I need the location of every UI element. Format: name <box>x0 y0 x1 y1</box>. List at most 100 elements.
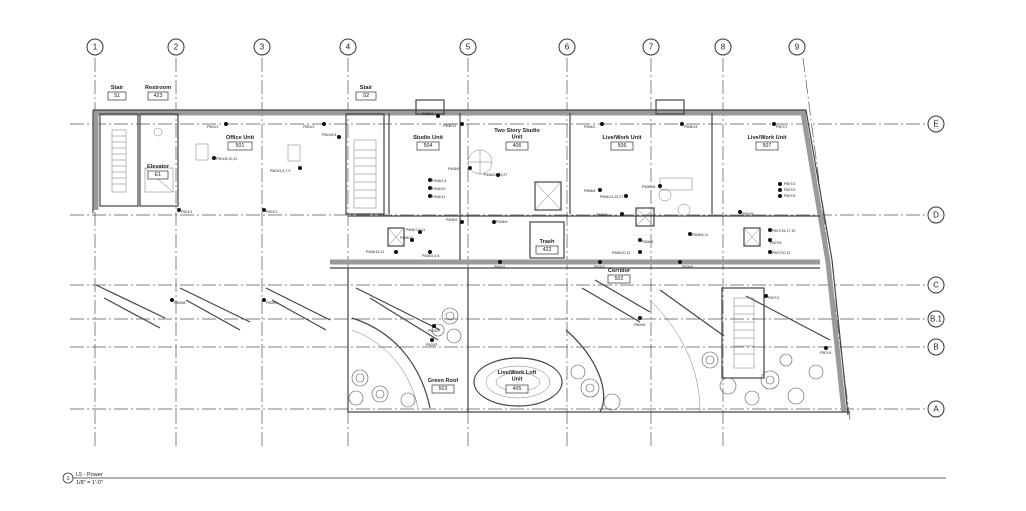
receptacle[interactable]: P500/2 <box>594 260 605 269</box>
receptacle[interactable]: P509/8 <box>170 298 185 305</box>
receptacle[interactable]: P406/13 <box>400 236 414 242</box>
receptacle[interactable]: P507/2 <box>778 182 795 186</box>
building-walls <box>92 99 850 416</box>
grid-label: C <box>933 281 939 290</box>
receptacle[interactable]: P509/6 <box>634 316 645 327</box>
receptacle[interactable]: P406/10 <box>428 186 445 191</box>
receptacle[interactable]: P507/1 <box>772 122 787 129</box>
receptacle[interactable]: P501/8,10,12 <box>212 156 237 161</box>
receptacle[interactable]: P406/9 <box>446 218 464 224</box>
receptacle[interactable]: P503/1 <box>428 324 439 333</box>
receptacle[interactable]: P501/1 <box>303 122 326 129</box>
receptacle[interactable]: P509/9 <box>262 298 277 305</box>
receptacle[interactable]: P501/3,5,7,9 <box>270 166 302 173</box>
room-name: Corridor <box>608 268 631 274</box>
room-tag-green-roof[interactable]: Green Roof 503 <box>428 378 459 394</box>
receptacle[interactable]: P406/2,4 <box>428 178 446 183</box>
receptacle[interactable]: P506/3 <box>638 238 653 244</box>
view-title[interactable]: 1 L5 - Power 1/8" = 1'-0" <box>62 472 946 486</box>
receptacle[interactable]: P506/13,15,17 <box>600 194 628 199</box>
grid-label: 3 <box>260 43 265 52</box>
circuit-label: P507/3 <box>784 188 795 192</box>
circuit-label: P406/2,4 <box>432 179 446 183</box>
grid-label: B <box>933 343 938 352</box>
receptacle[interactable]: P507/1 <box>764 294 779 300</box>
receptacle[interactable]: P406/2,4,6 <box>422 250 439 258</box>
receptacle[interactable]: P507/5 <box>738 210 753 216</box>
receptacle[interactable]: P506/10,12 <box>612 250 642 255</box>
room-tag-live-work-507[interactable]: Live/Work Unit 507 <box>747 135 787 151</box>
room-number: 422 <box>543 247 552 253</box>
room-tag-stair-s2[interactable]: Stair S2 <box>355 85 377 101</box>
circuit-label: P501/1 <box>266 210 277 214</box>
circuit-label: P507/5 <box>742 212 753 216</box>
receptacle[interactable]: P506/8 <box>584 188 602 193</box>
receptacle[interactable]: P503/3 <box>426 338 437 347</box>
circuit-label: P503/1 <box>428 329 439 333</box>
room-number: 502 <box>615 276 624 282</box>
receptacle[interactable]: P506/16 <box>642 184 662 189</box>
grid-bubble-col-9: 9 <box>788 38 806 56</box>
room-number: 506 <box>618 143 627 149</box>
receptacle[interactable]: P406/7,9,11 <box>406 228 425 234</box>
receptacle[interactable]: P507/4 <box>778 194 795 198</box>
circuit-label: P506/8 <box>584 189 595 193</box>
receptacle[interactable]: P406/12 <box>443 122 464 128</box>
room-number: S1 <box>114 93 120 99</box>
receptacle[interactable]: P501/1 <box>177 208 192 214</box>
circuit-label: P506/9,11 <box>692 233 708 237</box>
receptacle[interactable]: P506/14 <box>680 122 697 129</box>
receptacle[interactable]: P501/1 <box>207 122 228 129</box>
grid-bubble-col-8: 8 <box>714 38 732 56</box>
circuit-label: P406/9 <box>448 167 459 171</box>
room-tag-restroom[interactable]: Restroom 423 <box>145 85 171 101</box>
circuit-label: P506/14 <box>684 125 697 129</box>
circuit-label: P507/4 <box>784 194 795 198</box>
circuit-label: P506/3 <box>642 240 653 244</box>
circuit-label: P406/11 <box>432 195 445 199</box>
room-tag-live-work-506[interactable]: Live/Work Unit 506 <box>602 135 642 151</box>
room-tag-trash[interactable]: Trash 422 <box>535 239 559 255</box>
receptacle[interactable]: P507/4 <box>820 346 831 355</box>
circuit-label: P507/4 <box>820 351 831 355</box>
room-name: Stair <box>111 85 124 91</box>
room-tag-stair-s1[interactable]: Stair S1 <box>107 85 127 101</box>
receptacle[interactable]: P406/9 <box>448 166 472 171</box>
circuit-label: P501/6,8 <box>322 133 336 137</box>
circuit-label: P503/3 <box>426 343 437 347</box>
receptacle[interactable]: P507/3 <box>778 188 795 192</box>
circuit-label: P406/10 <box>432 187 445 191</box>
room-tag-office-unit[interactable]: Office Unit 501 <box>226 135 254 151</box>
grid-bubble-row-c: C <box>927 276 945 294</box>
circuit-label: P507/1 <box>776 125 787 129</box>
circuit-label: P501/3,5,7,9 <box>270 169 290 173</box>
receptacle[interactable]: P406/23,25,27 <box>484 173 507 177</box>
circuit-label: P506/13,15,17 <box>600 195 623 199</box>
room-tag-elevator[interactable]: Elevator E1 <box>147 164 170 180</box>
receptacle[interactable]: P500/1 <box>494 260 505 269</box>
receptacle[interactable]: P506/9 <box>596 212 624 217</box>
receptacle[interactable]: P506/9,11 <box>688 232 708 237</box>
circuit-label: P506/10,12 <box>612 251 630 255</box>
receptacle[interactable]: P406/9 <box>492 220 507 224</box>
receptacle[interactable]: P406/1 <box>422 112 440 118</box>
receptacle[interactable]: P507/15,17,19 <box>768 228 795 233</box>
receptacle[interactable]: P501/1 <box>262 208 277 214</box>
receptacle[interactable]: P406/11 <box>428 194 445 199</box>
receptacle[interactable]: P406/19,11 <box>366 250 398 254</box>
room-tag-corridor[interactable]: Corridor 502 <box>607 268 631 284</box>
circuit-label: P507/10,12 <box>772 251 790 255</box>
circuit-label: P501/1 <box>207 125 218 129</box>
circuit-label: P500/2 <box>594 265 605 269</box>
receptacle[interactable]: P506/5 <box>678 260 693 269</box>
receptacle[interactable]: P501/6,8 <box>322 133 341 139</box>
receptacle[interactable]: P507/10,12 <box>768 250 790 255</box>
receptacle[interactable]: P507/6 <box>768 238 781 245</box>
receptacle[interactable]: P506/1 <box>584 122 604 129</box>
room-tag-studio-unit[interactable]: Studio Unit 504 <box>413 135 443 151</box>
circuit-label: P406/12 <box>443 124 456 128</box>
grid-bubble-col-4: 4 <box>339 38 357 56</box>
view-name: L5 - Power <box>76 472 103 478</box>
